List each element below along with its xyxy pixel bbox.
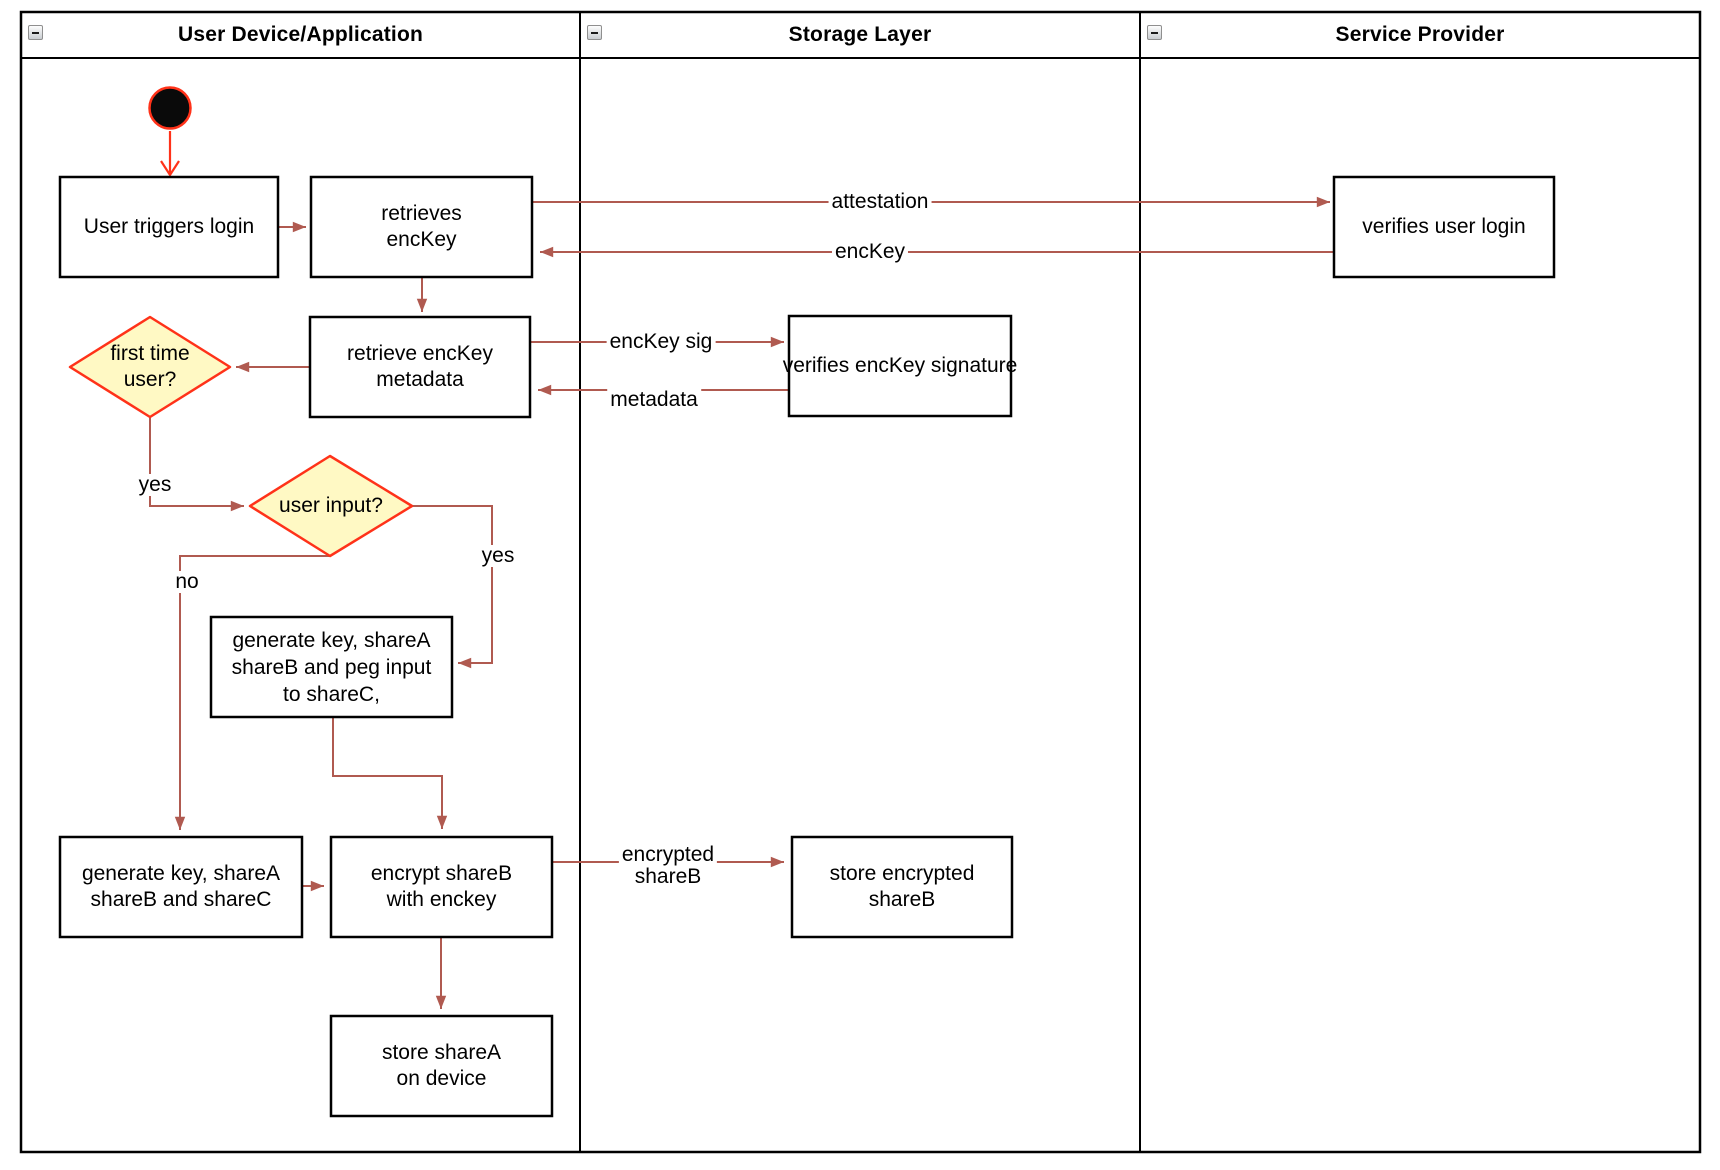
node-verifies-user-login[interactable]: verifies user login <box>1334 177 1554 277</box>
node-retrieve-enckey-metadata-shape[interactable] <box>308 315 532 419</box>
node-label: shareB and peg input <box>231 655 432 679</box>
collapse-button-service-provider[interactable] <box>1147 25 1162 40</box>
edge-label-attestation[interactable]: attestation <box>828 191 932 213</box>
node-retrieves-enckey-shape[interactable] <box>309 175 534 279</box>
edge-label-no-user-input[interactable]: no <box>172 571 202 593</box>
node-user-triggers-login[interactable]: User triggers login <box>60 177 278 277</box>
edge-label-yes-user-input[interactable]: yes <box>478 545 518 567</box>
edge-userinput-yes <box>412 505 493 669</box>
node-store-encrypted-shareb[interactable]: store encrypted shareB <box>792 837 1012 937</box>
minus-icon <box>1151 31 1158 34</box>
decision-label: first time <box>110 342 190 365</box>
node-label: encrypt shareB <box>370 862 513 885</box>
edge-start-arrowhead <box>160 160 180 178</box>
node-label: generate key, shareA <box>81 862 281 885</box>
node-retrieves-enckey[interactable]: retrieves encKey <box>311 177 532 277</box>
start-node[interactable] <box>148 86 192 130</box>
node-label: encKey <box>386 228 457 251</box>
edge-userinput-no <box>174 555 330 830</box>
node-label: on device <box>396 1067 487 1090</box>
minus-icon <box>591 31 598 34</box>
minus-icon <box>32 31 39 34</box>
node-label: to shareC, <box>283 682 380 706</box>
node-label: retrieve encKey <box>347 342 493 365</box>
node-label: verifies user login <box>1362 215 1526 238</box>
node-label: shareB <box>868 888 936 911</box>
node-verifies-enckey-signature-shape[interactable] <box>787 314 1013 418</box>
node-encrypt-shareb-shape[interactable] <box>329 835 554 939</box>
node-store-encrypted-shareb-shape[interactable] <box>790 835 1014 939</box>
node-generate-peg[interactable]: generate key, shareA shareB and peg inpu… <box>211 617 452 717</box>
node-generate-shares[interactable]: generate key, shareA shareB and shareC <box>60 837 302 937</box>
pool-border[interactable] <box>19 10 1702 1154</box>
edge-label-enckey[interactable]: encKey <box>831 241 909 263</box>
lane-title-user-device[interactable]: User Device/Application <box>177 23 423 46</box>
node-label: store shareA <box>381 1041 502 1064</box>
node-label: shareB and shareC <box>90 888 272 911</box>
lane-title-service-provider[interactable]: Service Provider <box>1335 23 1505 46</box>
decision-first-time-user[interactable]: first time user? <box>70 317 230 417</box>
node-label: retrieves <box>381 202 462 225</box>
node-generate-peg-shape[interactable] <box>209 615 454 719</box>
node-label: metadata <box>376 368 464 391</box>
node-user-triggers-login-shape[interactable] <box>58 175 280 279</box>
decision-user-input[interactable]: user input? <box>250 456 412 556</box>
node-label: verifies encKey signature <box>782 354 1018 377</box>
node-label: store encrypted <box>829 862 975 885</box>
decision-label: user input? <box>279 494 383 517</box>
node-label: User triggers login <box>83 215 255 238</box>
edge-label-line: encrypted <box>621 843 715 866</box>
node-generate-shares-shape[interactable] <box>58 835 304 939</box>
node-verifies-user-login-shape[interactable] <box>1332 175 1556 279</box>
decision-label: user? <box>123 368 177 391</box>
edge-label-enckey-sig[interactable]: encKey sig <box>606 331 716 353</box>
node-retrieve-enckey-metadata[interactable]: retrieve encKey metadata <box>310 317 530 417</box>
edge-peg-to-encrypt <box>332 717 448 829</box>
edge-label-yes-first-time[interactable]: yes <box>135 474 175 496</box>
edge-firsttime-yes <box>149 417 244 512</box>
node-store-sharea-shape[interactable] <box>329 1014 554 1118</box>
decision-first-time-user-shape[interactable] <box>68 315 232 419</box>
node-label: generate key, shareA <box>232 628 431 652</box>
collapse-button-storage-layer[interactable] <box>587 25 602 40</box>
lane-title-storage-layer[interactable]: Storage Layer <box>788 23 932 46</box>
decision-user-input-shape[interactable] <box>248 454 414 558</box>
edge-label-metadata[interactable]: metadata <box>607 389 701 411</box>
node-label: with enckey <box>386 888 497 911</box>
node-verifies-enckey-signature[interactable]: verifies encKey signature <box>783 316 1018 416</box>
edge-label-line: shareB <box>634 865 702 888</box>
node-store-sharea[interactable]: store shareA on device <box>331 1016 552 1116</box>
edge-label-encrypted-shareb[interactable]: encrypted shareB <box>618 843 718 888</box>
collapse-button-user-device[interactable] <box>28 25 43 40</box>
node-encrypt-shareb[interactable]: encrypt shareB with enckey <box>331 837 552 937</box>
